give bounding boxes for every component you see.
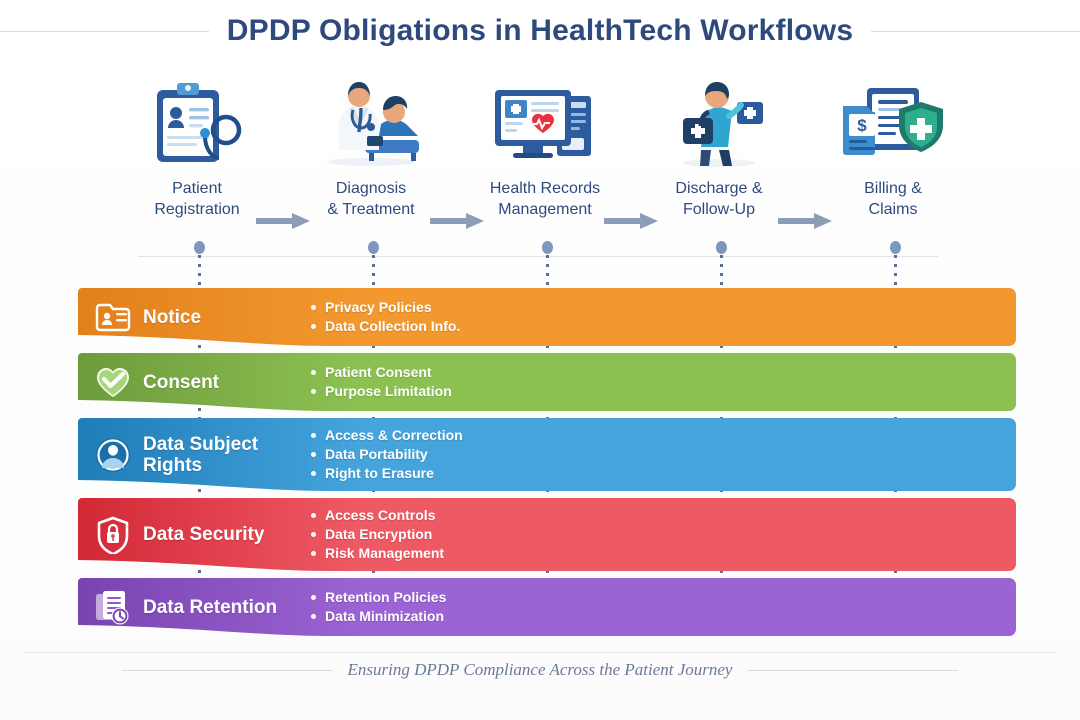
workflow-stage: Discharge & Follow-Up <box>632 78 806 220</box>
invoice-shield-icon: $ <box>806 78 980 170</box>
obligation-item: Retention Policies <box>309 588 446 607</box>
footer-caption: Ensuring DPDP Compliance Across the Pati… <box>347 660 733 679</box>
workflow-stage-label: Billing & Claims <box>864 180 922 218</box>
workflow-stage-label: Discharge & Follow-Up <box>675 180 763 218</box>
obligation-title: Consent <box>143 371 219 393</box>
documents-clock-icon <box>94 588 132 626</box>
page-title: DPDP Obligations in HealthTech Workflows <box>226 14 854 47</box>
stage-marker-dot-icon <box>542 241 553 254</box>
shield-lock-icon <box>94 516 132 554</box>
obligation-heading: Notice <box>94 298 309 336</box>
id-card-icon <box>94 298 132 336</box>
user-circle-icon <box>94 436 132 474</box>
obligation-heading: Data Retention <box>94 588 309 626</box>
obligation-item: Data Minimization <box>309 607 446 626</box>
obligation-title: Data Security <box>143 524 265 545</box>
workflow-stage-label: Health Records Management <box>489 180 601 218</box>
obligation-item: Patient Consent <box>309 363 452 382</box>
obligation-item: Purpose Limitation <box>309 382 452 401</box>
obligation-heading: Data Subject Rights <box>94 434 309 476</box>
footer-area: Ensuring DPDP Compliance Across the Pati… <box>0 660 1080 680</box>
obligation-item: Access Controls <box>309 506 444 525</box>
workflow-stage-label: Diagnosis & Treatment <box>327 180 415 218</box>
heart-check-icon <box>94 363 132 401</box>
workflow-stage-label: Patient Registration <box>154 180 240 218</box>
obligation-item: Privacy Policies <box>309 298 460 317</box>
obligation-item: Risk Management <box>309 544 444 563</box>
medical-worker-kit-icon <box>632 78 806 170</box>
workflow-stage-strip: Patient Registration Diagnosis & Treatme… <box>110 78 980 238</box>
obligation-item: Data Encryption <box>309 525 444 544</box>
doctor-examining-patient-icon <box>284 78 458 170</box>
obligation-item: Data Portability <box>309 445 463 464</box>
footer-rule-top <box>24 652 1056 653</box>
obligation-heading: Consent <box>94 363 309 401</box>
patient-record-clipboard-icon <box>110 78 284 170</box>
obligation-title: Data Subject Rights <box>143 433 259 476</box>
workflow-stage: Health Records Management <box>458 78 632 220</box>
title-rule-left <box>0 30 209 32</box>
obligation-title: Notice <box>143 306 202 328</box>
workflow-stage: Diagnosis & Treatment <box>284 78 458 220</box>
obligation-band-background <box>78 288 1016 346</box>
title-rule-right <box>871 30 1080 32</box>
footer-rule-left <box>121 669 332 671</box>
stage-marker-dot-icon <box>368 241 379 254</box>
stage-marker-dot-icon <box>716 241 727 254</box>
svg-text:$: $ <box>857 116 867 135</box>
title-area: DPDP Obligations in HealthTech Workflows <box>0 14 1080 48</box>
monitor-health-records-icon <box>458 78 632 170</box>
obligation-item: Right to Erasure <box>309 464 463 483</box>
footer-rule-right <box>748 669 959 671</box>
workflow-stage: Patient Registration <box>110 78 284 220</box>
stage-marker-dot-icon <box>890 241 901 254</box>
workflow-stage: $ Billing & Claims <box>806 78 980 220</box>
obligation-item: Data Collection Info. <box>309 317 460 336</box>
obligation-title: Data Retention <box>143 596 278 618</box>
obligation-band-background <box>78 578 1016 636</box>
obligation-heading: Data Security <box>94 516 309 554</box>
obligation-band-background <box>78 353 1016 411</box>
stage-marker-dot-icon <box>194 241 205 254</box>
obligation-item: Access & Correction <box>309 426 463 445</box>
stage-divider-rule <box>138 256 938 257</box>
